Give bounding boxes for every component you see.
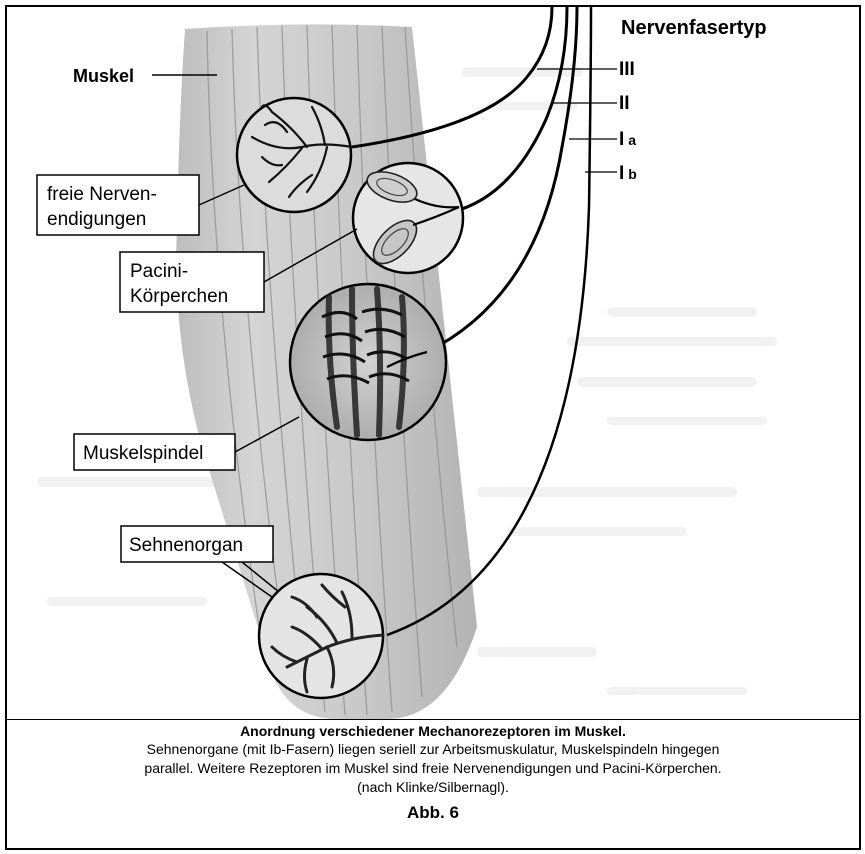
label-free-nerve-endings-1: freie Nerven-	[47, 184, 157, 205]
figure-caption: Anordnung verschiedener Mechanorezeptore…	[7, 723, 859, 823]
label-pacini-2: Körperchen	[130, 286, 228, 307]
fiber-type-heading: Nervenfasertyp	[621, 17, 767, 39]
caption-title: Anordnung verschiedener Mechanorezeptore…	[7, 723, 859, 740]
fiber-type-iii: III	[619, 59, 635, 80]
label-tendon-organ: Sehnenorgan	[129, 535, 243, 556]
pacini-magnifier	[353, 163, 463, 273]
tendon-organ-magnifier	[259, 574, 383, 698]
label-free-nerve-endings-2: endigungen	[47, 209, 146, 230]
nerve-fiber-ia	[427, 7, 577, 352]
caption-line-1: Sehnenorgane (mit Ib-Fasern) liegen seri…	[7, 740, 859, 759]
caption-divider	[7, 719, 859, 720]
muscle-illustration: Muskel freie Nerven- endigungen Pacini- …	[7, 7, 863, 719]
label-pacini-1: Pacini-	[130, 261, 188, 282]
free-nerve-endings-magnifier	[237, 98, 352, 212]
label-muscle: Muskel	[73, 66, 134, 86]
label-muscle-spindle: Muskelspindel	[83, 443, 203, 464]
muscle-spindle-magnifier	[290, 284, 446, 440]
fiber-leader-lines	[537, 69, 617, 172]
fiber-type-ii: II	[619, 93, 630, 114]
figure-frame: Muskel freie Nerven- endigungen Pacini- …	[5, 5, 861, 850]
caption-line-2: parallel. Weitere Rezeptoren im Muskel s…	[7, 759, 859, 778]
figure-number: Abb. 6	[7, 803, 859, 823]
caption-line-3: (nach Klinke/Silbernagl).	[7, 778, 859, 797]
